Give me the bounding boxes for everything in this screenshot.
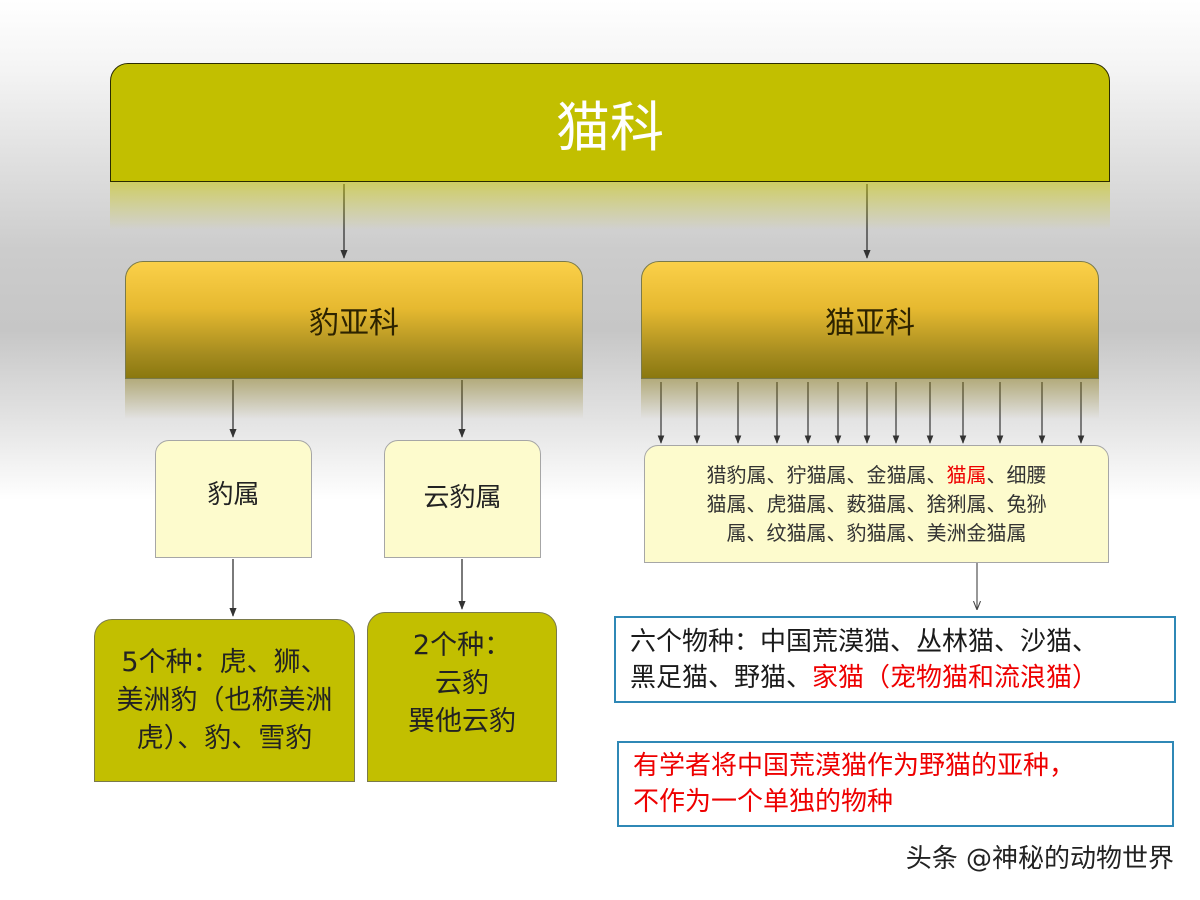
panthera-species-line1: 5个种：虎、狮、 xyxy=(121,646,328,678)
felinae-genera-line1b: 、细腰 xyxy=(986,462,1047,487)
taxonomy-note-box: 有学者将中国荒漠猫作为野猫的亚种， 不作为一个单独的物种 xyxy=(617,741,1174,827)
watermark: 头条 @神秘的动物世界 xyxy=(905,844,1174,874)
subfamily-felinae-reflection xyxy=(641,379,1099,419)
taxonomy-note-line1: 有学者将中国荒漠猫作为野猫的亚种， xyxy=(633,751,1076,781)
felinae-genera-box: 猎豹属、狞猫属、金猫属、猫属、细腰 猫属、虎猫属、薮猫属、猞猁属、兔狲 属、纹猫… xyxy=(644,445,1109,563)
subfamily-pantherinae-reflection xyxy=(125,379,583,419)
felinae-genera-line3: 属、纹猫属、豹猫属、美洲金猫属 xyxy=(726,520,1027,545)
felinae-genera-text: 猎豹属、狞猫属、金猫属、猫属、细腰 猫属、虎猫属、薮猫属、猞猁属、兔狲 属、纹猫… xyxy=(707,461,1047,548)
felis-species-line2a: 黑足猫、野猫、 xyxy=(630,662,813,693)
taxonomy-note-line2: 不作为一个单独的物种 xyxy=(633,787,894,817)
felis-species-text: 六个物种：中国荒漠猫、丛林猫、沙猫、 黑足猫、野猫、家猫（宠物猫和流浪猫） xyxy=(630,624,1098,696)
taxonomy-note-text: 有学者将中国荒漠猫作为野猫的亚种， 不作为一个单独的物种 xyxy=(633,748,1075,820)
subfamily-pantherinae-box: 豹亚科 xyxy=(125,261,583,379)
family-felidae-box: 猫科 xyxy=(110,63,1110,182)
neofelis-species-line1: 2个种： xyxy=(412,630,512,661)
panthera-species-line3: 虎）、豹、雪豹 xyxy=(136,722,313,754)
panthera-species-text: 5个种：虎、狮、 美洲豹（也称美洲 虎）、豹、雪豹 xyxy=(117,644,333,758)
genus-panthera-box: 豹属 xyxy=(155,440,312,558)
felinae-genus-arrows xyxy=(657,382,1085,444)
genus-felis-highlight: 猫属 xyxy=(946,462,987,487)
panthera-species-box: 5个种：虎、狮、 美洲豹（也称美洲 虎）、豹、雪豹 xyxy=(94,619,355,782)
genus-panthera-label: 豹属 xyxy=(207,479,260,510)
subfamily-pantherinae-label: 豹亚科 xyxy=(309,306,399,341)
neofelis-species-box: 2个种： 云豹 巽他云豹 xyxy=(367,612,557,782)
felinae-genera-line1a: 猎豹属、狞猫属、金猫属、 xyxy=(706,462,947,487)
family-label: 猫科 xyxy=(556,96,664,159)
genus-neofelis-label: 云豹属 xyxy=(423,482,502,513)
felinae-genera-line2: 猫属、虎猫属、薮猫属、猞猁属、兔狲 xyxy=(706,491,1047,516)
subfamily-felinae-box: 猫亚科 xyxy=(641,261,1099,379)
genus-neofelis-box: 云豹属 xyxy=(384,440,541,558)
panthera-species-line2: 美洲豹（也称美洲 xyxy=(116,684,333,716)
neofelis-species-text: 2个种： 云豹 巽他云豹 xyxy=(408,627,516,741)
neofelis-species-line3: 巽他云豹 xyxy=(408,706,516,737)
domestic-cat-highlight: 家猫（宠物猫和流浪猫） xyxy=(812,662,1099,693)
subfamily-felinae-label: 猫亚科 xyxy=(825,306,915,341)
felis-species-line1: 六个物种：中国荒漠猫、丛林猫、沙猫、 xyxy=(630,626,1099,657)
neofelis-species-line2: 云豹 xyxy=(435,668,489,699)
felis-species-box: 六个物种：中国荒漠猫、丛林猫、沙猫、 黑足猫、野猫、家猫（宠物猫和流浪猫） xyxy=(614,616,1176,703)
family-box-reflection xyxy=(110,182,1110,230)
